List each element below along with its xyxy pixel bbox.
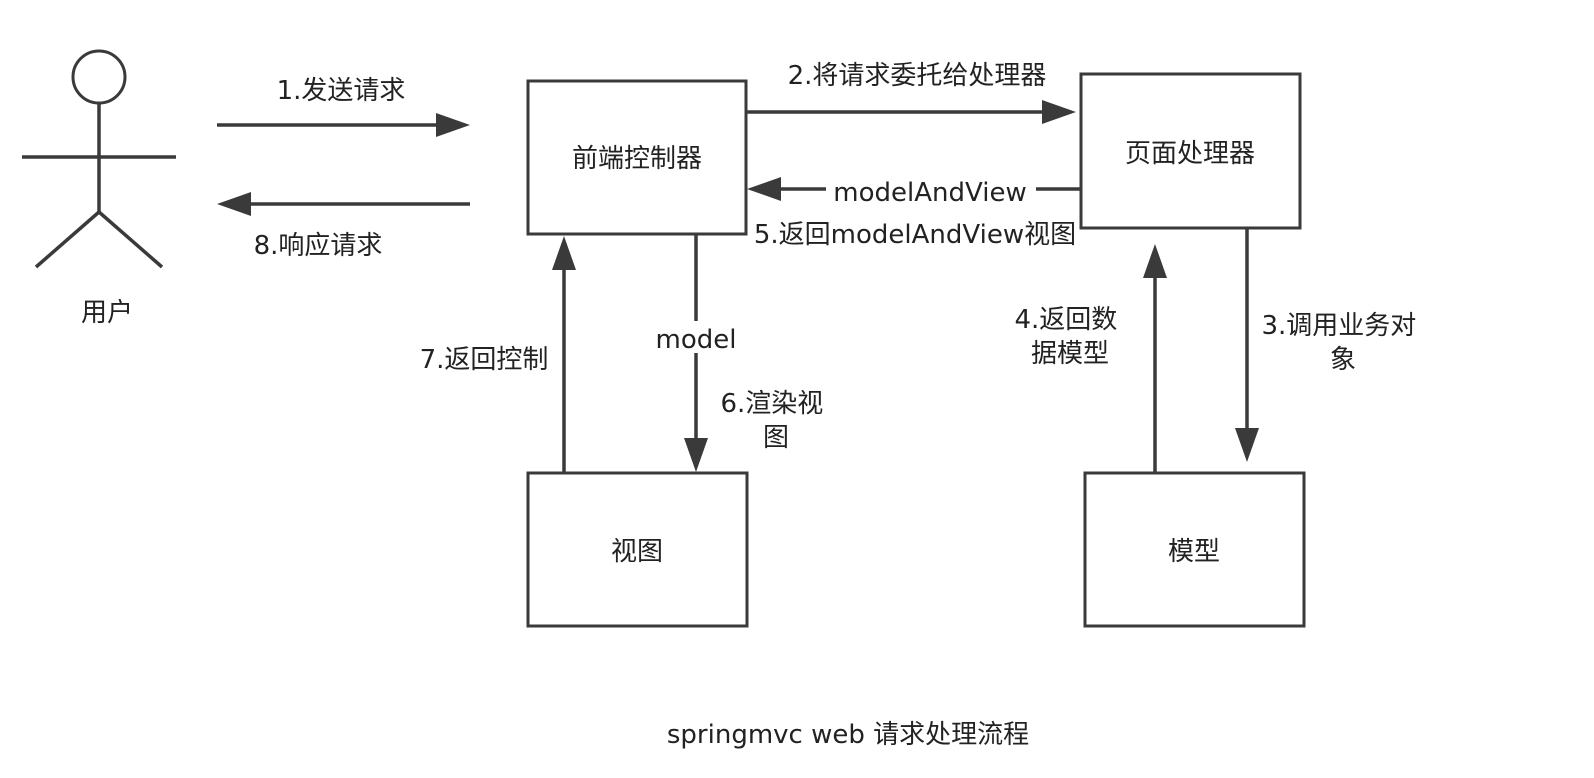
model-edge-label: model (656, 325, 737, 355)
invoke-business-label-line1: 3.调用业务对 (1261, 311, 1416, 341)
actor-right-leg (97, 210, 164, 269)
actor-head (71, 49, 127, 105)
model-edge-label-bg (652, 321, 740, 353)
model-box (1083, 471, 1306, 628)
view-label: 视图 (611, 537, 663, 567)
return-control-arrow (552, 236, 576, 473)
render-view-label: 6.渲染视 图 (720, 389, 831, 453)
actor-label: 用户 (81, 298, 133, 328)
return-data-arrow (1143, 244, 1167, 473)
model-and-view-label: modelAndView (833, 178, 1026, 208)
return-control-label: 7.返回控制 (420, 345, 549, 375)
response-arrow (217, 192, 470, 216)
page-handler-box (1079, 72, 1302, 230)
actor-left-leg (34, 210, 101, 269)
delegate-label: 2.将请求委托给处理器 (788, 61, 1047, 91)
response-label: 8.响应请求 (254, 231, 383, 261)
diagram-caption: springmvc web 请求处理流程 (667, 720, 1029, 750)
return-data-label: 4.返回数 据模型 (1014, 305, 1125, 369)
send-request-label: 1.发送请求 (277, 76, 406, 106)
front-controller-label: 前端控制器 (572, 144, 702, 174)
model-label: 模型 (1168, 537, 1220, 567)
return-data-label-line2: 据模型 (1031, 339, 1109, 369)
front-controller-box (526, 79, 748, 236)
user-actor (22, 49, 176, 269)
invoke-business-arrow (1235, 228, 1259, 462)
render-view-label-line1: 6.渲染视 (720, 389, 823, 419)
delegate-arrow (746, 100, 1076, 124)
return-mav-label: 5.返回modelAndView视图 (754, 220, 1076, 250)
model-and-view-label-bg (826, 174, 1036, 206)
page-handler-label: 页面处理器 (1125, 139, 1255, 169)
return-data-label-line1: 4.返回数 (1014, 305, 1117, 335)
invoke-business-label: 3.调用业务对 象 (1261, 311, 1424, 375)
render-view-label-line2: 图 (763, 423, 789, 453)
view-box (526, 471, 749, 628)
send-request-arrow (217, 113, 470, 137)
invoke-business-label-line2: 象 (1330, 345, 1356, 375)
